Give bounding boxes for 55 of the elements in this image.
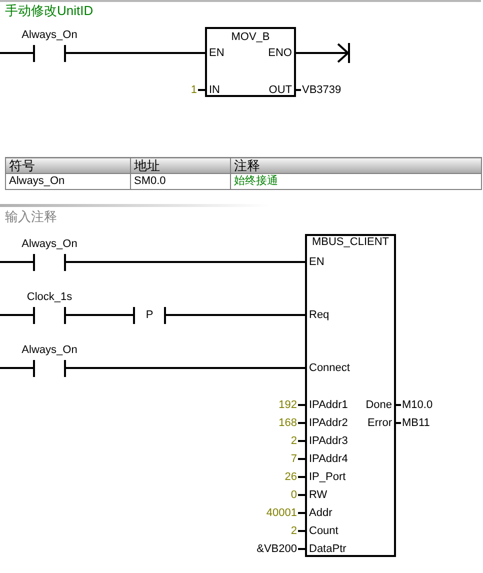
network-comment: 手动修改UnitID	[5, 4, 94, 17]
parameter-value: 0	[290, 489, 297, 502]
pin-label: IP_Port	[309, 471, 346, 484]
contact-label: Always_On	[22, 29, 78, 42]
wire	[0, 52, 33, 54]
wire	[66, 52, 205, 54]
pin-label: IPAddr2	[309, 417, 348, 430]
parameter-value: VB3739	[302, 84, 342, 97]
contact-label: Clock_1s	[26, 291, 72, 304]
block-title: MOV_B	[231, 31, 270, 44]
pin-label: EN	[209, 47, 224, 60]
pin-label: Error	[368, 417, 392, 430]
parameter-value: &VB200	[256, 543, 297, 556]
contact-label: Always_On	[22, 344, 78, 357]
pin-label: EN	[309, 256, 324, 269]
parameter-value: 1	[190, 84, 197, 97]
pin-label: DataPtr	[309, 543, 346, 556]
wire	[166, 314, 305, 316]
pin-label: RW	[309, 489, 328, 502]
pin-label: IPAddr1	[309, 399, 348, 412]
pin-label: Count	[309, 525, 338, 538]
pin-label: Done	[366, 399, 392, 412]
wire	[66, 261, 305, 263]
wire	[0, 367, 33, 369]
wire	[66, 367, 305, 369]
parameter-value: 2	[290, 525, 297, 538]
comment-cell: 始终接通	[230, 174, 482, 190]
address-cell: SM0.0	[130, 174, 230, 190]
parameter-value: 2	[290, 435, 297, 448]
symbol-cell: Always_On	[6, 174, 130, 190]
pin-label: IPAddr3	[309, 435, 348, 448]
wire	[0, 261, 33, 263]
pin-label: ENO	[268, 47, 292, 60]
network-comment: 输入注释	[5, 210, 57, 223]
contact-label: P	[146, 309, 154, 322]
parameter-value: M10.0	[402, 399, 433, 412]
parameter-value: 168	[278, 417, 297, 430]
parameter-value: 7	[290, 453, 297, 466]
pin-label: IN	[209, 84, 220, 97]
wire	[0, 314, 33, 316]
pin-label: Addr	[309, 507, 332, 520]
parameter-value: 40001	[266, 507, 297, 520]
column-header: 符号	[6, 158, 130, 174]
parameter-value: 192	[278, 399, 297, 412]
pin-label: Connect	[309, 362, 350, 375]
wire	[66, 314, 133, 316]
block-title: MBUS_CLIENT	[312, 236, 390, 249]
pin-label: IPAddr4	[309, 453, 348, 466]
pin-label: Req	[309, 309, 330, 322]
contact-label: Always_On	[22, 238, 78, 251]
column-header: 地址	[130, 158, 230, 174]
pin-label: OUT	[268, 84, 292, 97]
column-header: 注释	[230, 158, 482, 174]
parameter-value: MB11	[402, 417, 430, 430]
parameter-value: 26	[284, 471, 297, 484]
